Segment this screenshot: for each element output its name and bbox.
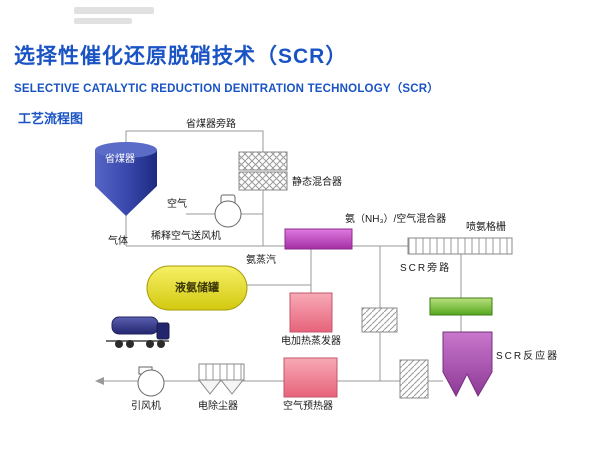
scr-reactor-vessel [442, 331, 493, 398]
ammonia-truck-icon [106, 316, 170, 348]
static-mixer-box [238, 171, 288, 191]
scr-reactor-label: SCR反应器 [496, 351, 560, 362]
scr-bypass-label: SCR旁路 [400, 263, 452, 274]
gas-label: 气体 [108, 236, 128, 247]
aig-box [407, 237, 513, 255]
air-preheater-box [283, 357, 338, 398]
watermark-text-line [74, 7, 154, 14]
scr-bypass-damper [361, 307, 398, 333]
ammonia-air-mixer-box [284, 228, 353, 250]
flow-arrow [95, 377, 104, 385]
id-fan-label: 引风机 [131, 401, 161, 412]
air-label: 空气 [167, 199, 187, 210]
economizer-bypass-label: 省煤器旁路 [186, 119, 236, 130]
electric-evaporator-label: 电加热蒸发器 [281, 336, 341, 347]
ammonia-air-mixer-label: 氨（NH₃）/空气混合器 [345, 214, 447, 225]
ammonia-tank-vessel [146, 265, 248, 311]
flow-lines [104, 130, 462, 382]
id-fan-icon [137, 366, 165, 397]
ammonia-vapor-label: 氨蒸汽 [246, 255, 276, 266]
page-subtitle: SELECTIVE CATALYTIC REDUCTION DENITRATIO… [14, 83, 439, 95]
ammonia-tank-label: 液氨储罐 [175, 282, 219, 294]
page-title: 选择性催化还原脱硝技术（SCR） [14, 45, 348, 68]
watermark-text-line [74, 18, 132, 24]
aig-label: 喷氨格栅 [466, 222, 506, 233]
economizer-bypass-damper [238, 151, 288, 171]
green-equipment-box [429, 297, 493, 316]
esp-icon [197, 363, 245, 395]
air-preheater-label: 空气预热器 [283, 401, 333, 412]
electric-evaporator-box [289, 292, 333, 333]
economizer-bypass-line [125, 130, 264, 152]
esp-label: 电除尘器 [198, 401, 238, 412]
static-mixer-label: 静态混合器 [292, 177, 342, 188]
dilution-fan-label: 稀释空气送风机 [151, 231, 221, 242]
dilution-air-fan-icon [214, 194, 242, 228]
economizer-label: 省煤器 [105, 154, 135, 165]
section-label: 工艺流程图 [18, 111, 84, 126]
economizer-vessel [95, 142, 157, 216]
duct-damper [399, 359, 429, 399]
